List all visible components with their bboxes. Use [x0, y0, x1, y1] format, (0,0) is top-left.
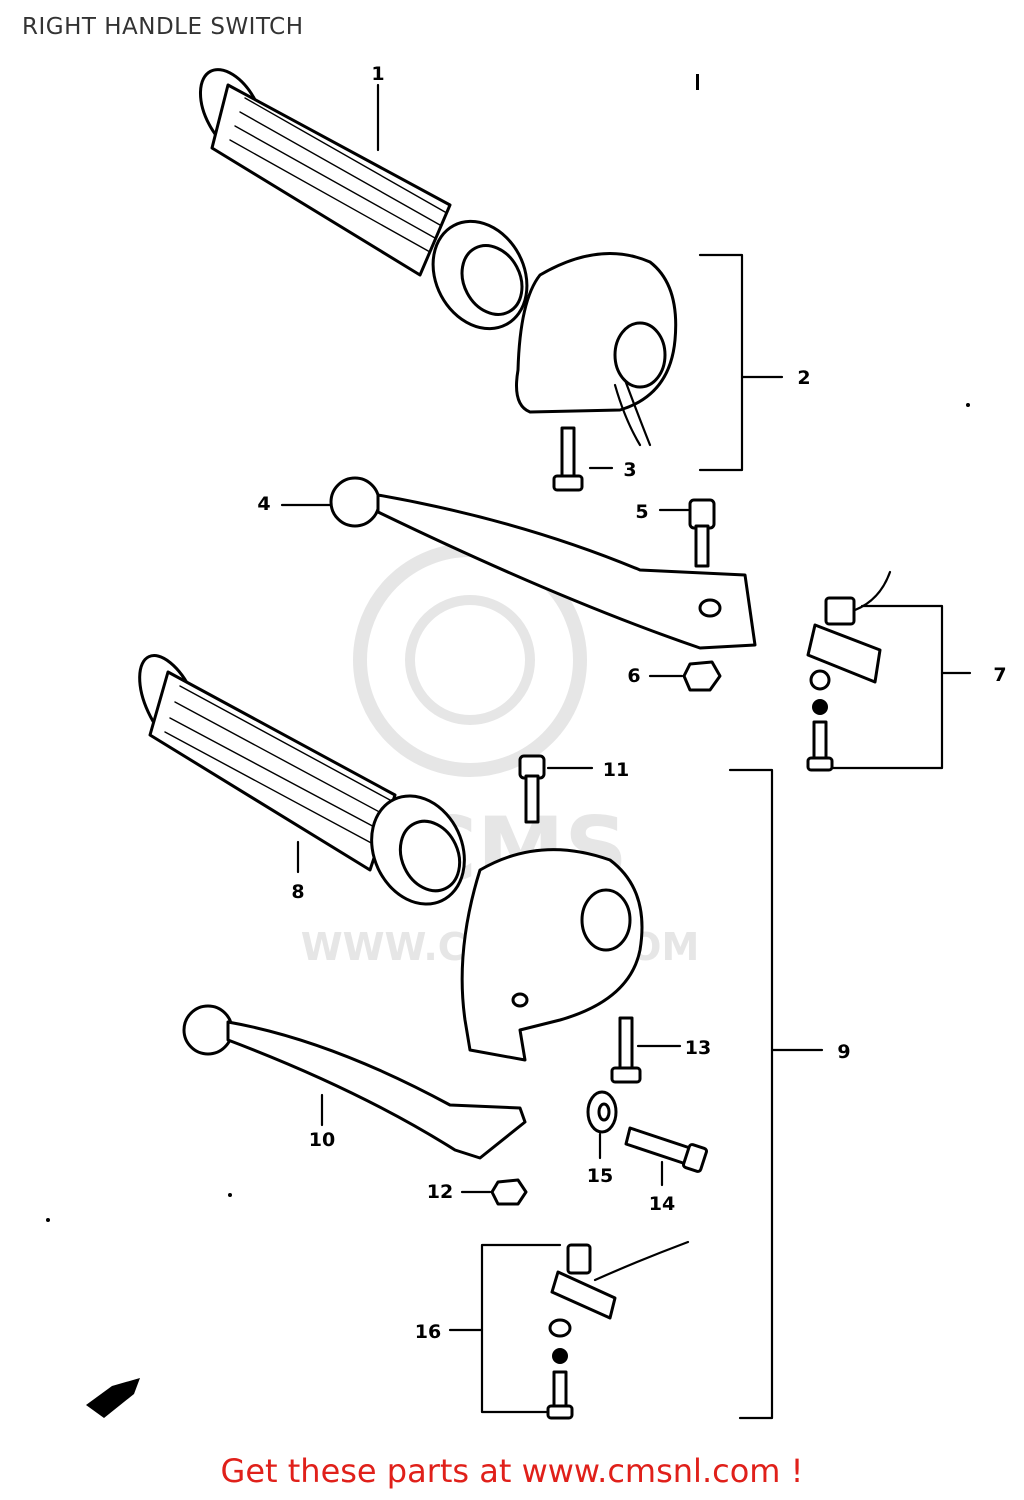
callout-4: 4 [257, 493, 270, 515]
callout-6: 6 [627, 665, 640, 687]
front-arrow-icon [86, 1378, 140, 1418]
callout-10: 10 [309, 1129, 335, 1151]
callout-1: 1 [371, 63, 384, 85]
callout-7: 7 [993, 664, 1006, 686]
callout-9: 9 [837, 1041, 850, 1063]
parts-diagram: CMS WWW.CMSNL.COM [46, 63, 1007, 1420]
bolt-part-11 [518, 754, 594, 824]
callout-16: 16 [415, 1321, 441, 1343]
switch-housing-lower [460, 768, 824, 1420]
screw-part-3 [552, 426, 614, 492]
screw-part-13 [610, 1016, 682, 1084]
nut-part-12 [460, 1178, 528, 1206]
callout-12: 12 [427, 1181, 453, 1203]
lever-upper [280, 476, 757, 650]
grip-lower [138, 654, 466, 906]
page-title: RIGHT HANDLE SWITCH [22, 14, 304, 40]
callout-13: 13 [685, 1037, 711, 1059]
washer-part-15 [586, 1090, 618, 1160]
switch-housing-upper [515, 252, 784, 472]
callout-5: 5 [635, 501, 648, 523]
scan-specks [46, 74, 970, 1222]
switch-assembly-part-7 [806, 570, 972, 772]
footer-link[interactable]: Get these parts at www.cmsnl.com ! [220, 1452, 804, 1490]
grip-upper [198, 68, 529, 331]
callout-15: 15 [587, 1165, 613, 1187]
nut-part-6 [648, 660, 722, 692]
callout-2: 2 [797, 367, 810, 389]
lever-lower [182, 1004, 527, 1160]
callout-3: 3 [623, 459, 636, 481]
bolt-part-5 [658, 498, 716, 568]
switch-assembly-part-16 [448, 1240, 690, 1420]
callout-11: 11 [603, 759, 629, 781]
screw-part-14 [624, 1126, 708, 1187]
callout-14: 14 [649, 1193, 675, 1215]
callout-8: 8 [291, 881, 304, 903]
